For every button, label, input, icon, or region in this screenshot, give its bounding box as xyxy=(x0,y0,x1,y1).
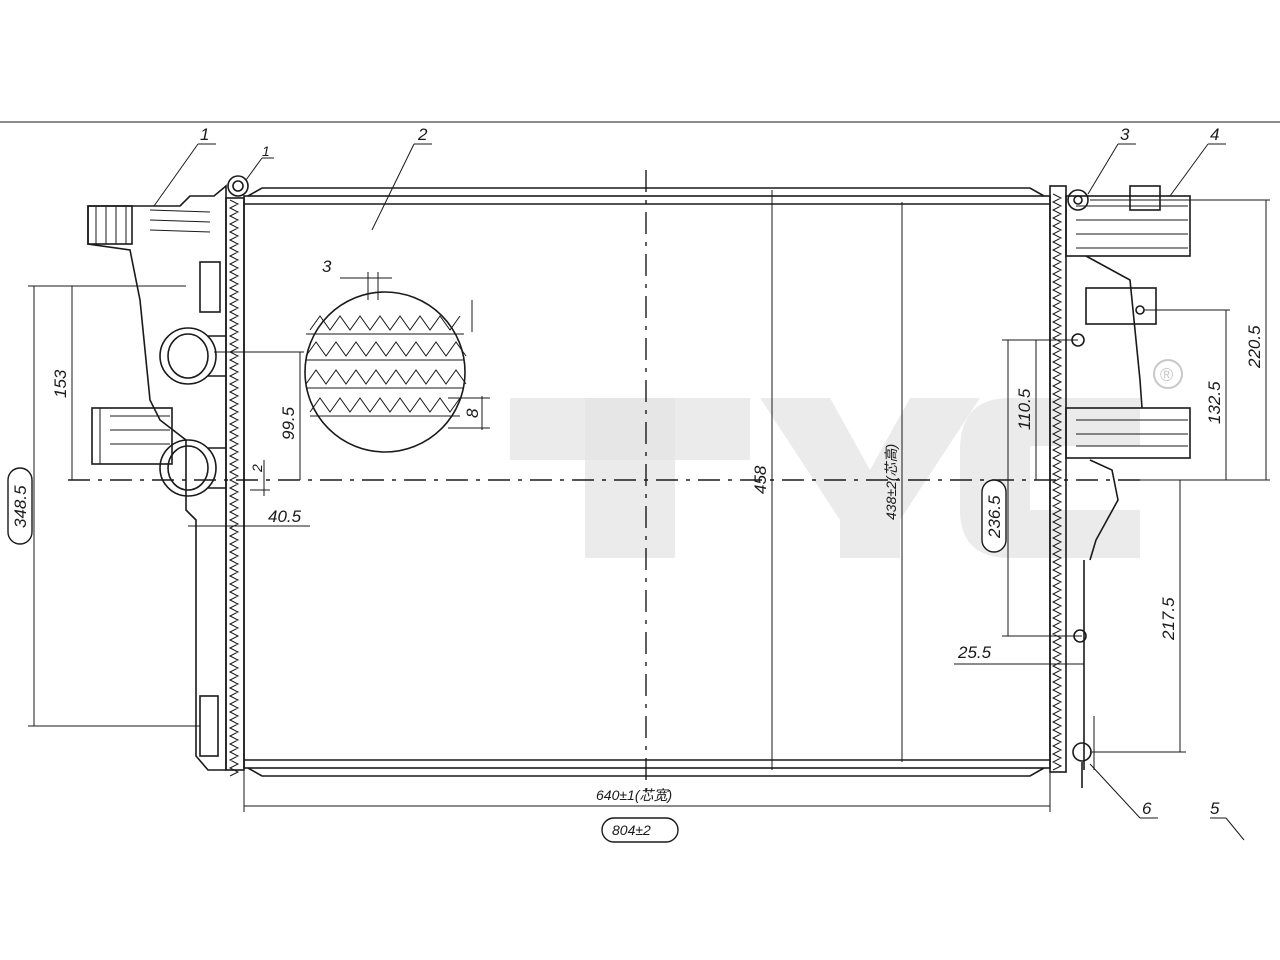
registered-mark xyxy=(1153,359,1183,389)
dimension-lines xyxy=(28,190,1270,812)
part-number-1-small: 1 xyxy=(262,143,270,159)
right-bracket xyxy=(1065,185,1191,788)
dim-438-label: 438±2(芯高) xyxy=(883,444,899,520)
dim-348-5: 348.5 xyxy=(7,467,33,545)
dim-132-5-label: 132.5 xyxy=(1205,381,1224,424)
left-bracket xyxy=(87,175,249,771)
dim-25-5-label: 25.5 xyxy=(957,643,992,662)
part-number-5: 5 xyxy=(1210,799,1220,818)
left-tank xyxy=(225,197,245,777)
dim-8-label: 8 xyxy=(463,408,482,418)
fin-detail xyxy=(304,272,490,453)
lower-inlet-pipe xyxy=(159,439,226,497)
dim-99-5-label: 99.5 xyxy=(279,406,298,440)
part-number-1: 1 xyxy=(200,125,209,144)
dim-3-label: 3 xyxy=(322,257,332,276)
upper-inlet-pipe xyxy=(159,327,226,385)
dim-236-5: 236.5 xyxy=(981,479,1007,553)
dim-110-5-label: 110.5 xyxy=(1015,388,1034,430)
part-number-2: 2 xyxy=(417,125,428,144)
dim-640-label: 640±1(芯宽) xyxy=(596,787,672,803)
dim-153-label: 153 xyxy=(51,369,70,398)
part-number-3: 3 xyxy=(1120,125,1130,144)
dim-220-5-label: 220.5 xyxy=(1245,325,1264,369)
leader-lines xyxy=(153,143,1245,841)
part-number-4: 4 xyxy=(1210,125,1219,144)
registered-symbol: ® xyxy=(1160,365,1173,385)
tyc-watermark: ® xyxy=(510,359,1183,558)
dim-217-5-label: 217.5 xyxy=(1159,597,1178,641)
dim-804-label: 804±2 xyxy=(612,822,651,838)
dim-458-label: 458 xyxy=(751,465,770,494)
dim-804: 804±2 xyxy=(601,817,679,843)
dim-40-5-label: 40.5 xyxy=(268,507,302,526)
dim-2-label: 2 xyxy=(249,464,265,473)
right-tank xyxy=(1049,185,1067,773)
part-number-6: 6 xyxy=(1142,799,1152,818)
dim-348-5-label: 348.5 xyxy=(11,485,30,528)
dim-236-5-label: 236.5 xyxy=(985,495,1004,539)
